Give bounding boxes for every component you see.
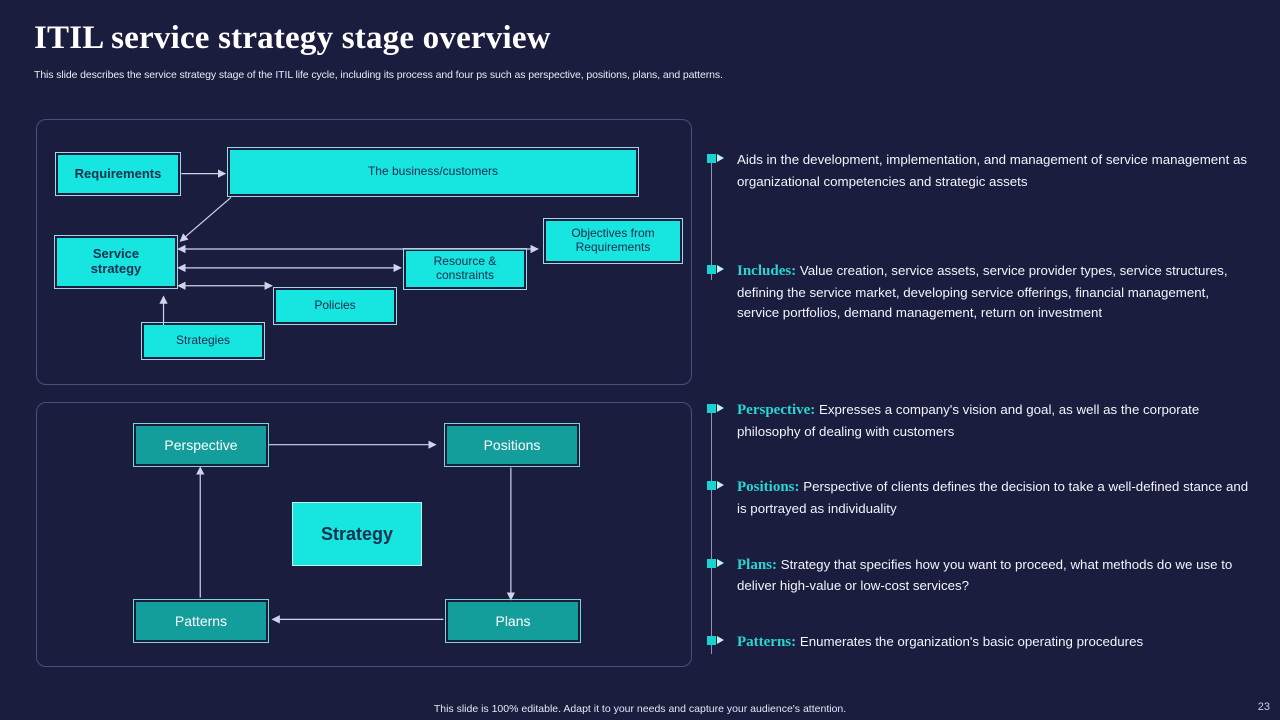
four-ps-node-positions-label: Positions [447, 426, 577, 464]
process-node-business[interactable]: The business/customers [227, 147, 639, 197]
page-number: 23 [1257, 701, 1270, 713]
bullet-list-bottom: Perspective: Expresses a company's visio… [707, 400, 1252, 654]
list-item[interactable]: Includes: Value creation, service assets… [707, 261, 1252, 322]
process-node-service-strategy-label-line1: Service [92, 246, 140, 262]
process-node-requirements-label: Requirements [58, 155, 178, 193]
bullet-marker-icon [707, 402, 737, 418]
bullet-body-text: Strategy that specifies how you want to … [737, 556, 1233, 594]
process-node-resource-label-line2: constraints [435, 268, 494, 282]
process-node-business-label: The business/customers [230, 150, 636, 194]
process-node-strategies[interactable]: Strategies [141, 322, 265, 360]
four-ps-node-plans-label: Plans [448, 602, 578, 640]
list-item[interactable]: Aids in the development, implementation,… [707, 150, 1252, 191]
process-node-service-strategy-label-line2: strategy [90, 261, 142, 276]
page-title: ITIL service strategy stage overview [34, 20, 551, 56]
four-ps-node-perspective[interactable]: Perspective [133, 423, 269, 467]
footer-note: This slide is 100% editable. Adapt it to… [433, 703, 847, 715]
four-ps-node-patterns-label: Patterns [136, 602, 266, 640]
bullet-list-top: Aids in the development, implementation,… [707, 150, 1252, 322]
four-ps-node-perspective-label: Perspective [136, 426, 266, 464]
process-diagram-panel: Requirements The business/customers Serv… [36, 119, 692, 385]
bullet-body-text: Enumerates the organization's basic oper… [796, 633, 1144, 649]
bullet-lead-label: Positions: [737, 479, 800, 496]
four-ps-node-strategy[interactable]: Strategy [288, 498, 426, 570]
list-item[interactable]: Positions: Perspective of clients define… [707, 477, 1252, 518]
four-ps-node-strategy-label: Strategy [292, 502, 422, 566]
four-ps-diagram-panel: Perspective Positions Strategy Patterns … [36, 402, 692, 667]
process-node-objectives[interactable]: Objectives from Requirements [543, 218, 683, 264]
bullet-marker-icon [707, 479, 737, 495]
process-node-policies[interactable]: Policies [273, 287, 397, 325]
list-item[interactable]: Patterns: Enumerates the organization's … [707, 632, 1252, 654]
process-node-resource-label-line1: Resource & [433, 254, 497, 269]
bullet-marker-icon [707, 263, 737, 279]
bullet-body-text: Perspective of clients defines the decis… [737, 479, 1249, 517]
bullet-body-text: Value creation, service assets, service … [737, 263, 1228, 320]
process-node-policies-label: Policies [276, 290, 394, 322]
bullet-spine [711, 160, 712, 280]
four-ps-node-positions[interactable]: Positions [444, 423, 580, 467]
process-node-strategies-label: Strategies [144, 325, 262, 357]
page-subtitle: This slide describes the service strateg… [34, 69, 723, 81]
four-ps-node-plans[interactable]: Plans [445, 599, 581, 643]
list-item[interactable]: Plans: Strategy that specifies how you w… [707, 555, 1252, 596]
bullet-lead-label: Patterns: [737, 633, 797, 650]
bullet-lead-label: Includes: [737, 263, 797, 280]
bullet-marker-icon [707, 634, 737, 650]
bullet-marker-icon [707, 557, 737, 573]
bullet-marker-icon [707, 152, 737, 168]
four-ps-node-patterns[interactable]: Patterns [133, 599, 269, 643]
process-node-objectives-label-line2: Requirements [575, 240, 651, 254]
bullet-body-text: Expresses a company's vision and goal, a… [737, 402, 1200, 439]
process-node-requirements[interactable]: Requirements [55, 152, 181, 196]
bullet-body-text: Aids in the development, implementation,… [737, 152, 1248, 189]
bullet-lead-label: Plans: [737, 556, 778, 573]
bullet-lead-label: Perspective: [737, 402, 816, 418]
bullet-spine [711, 410, 712, 654]
list-item[interactable]: Perspective: Expresses a company's visio… [707, 400, 1252, 441]
process-node-objectives-label-line1: Objectives from [571, 226, 655, 241]
process-node-resource-constraints[interactable]: Resource & constraints [403, 248, 527, 290]
process-node-service-strategy[interactable]: Service strategy [54, 235, 178, 289]
